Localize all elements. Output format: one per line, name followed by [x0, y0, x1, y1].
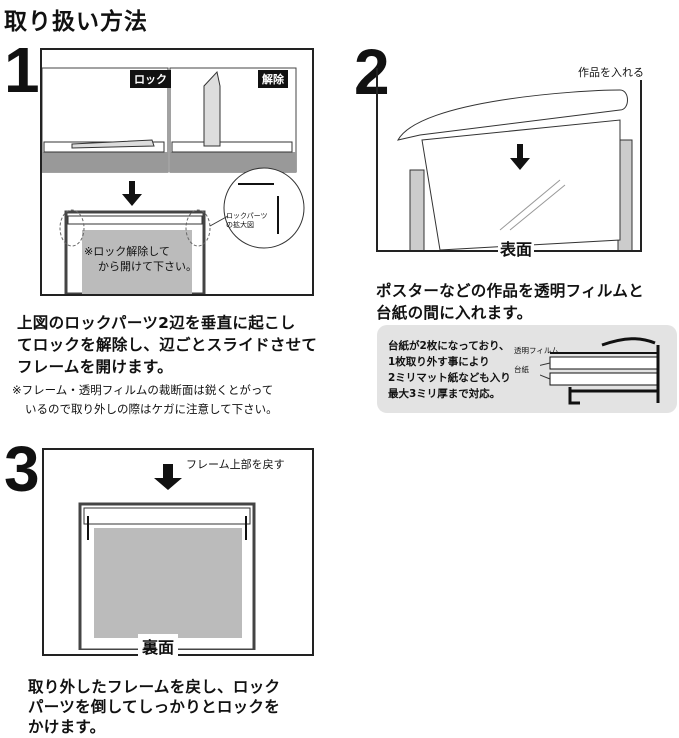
text-line: 台紙の間に入れます。: [376, 304, 533, 322]
text-line: フレームを開けます。: [17, 358, 173, 376]
callout-label: ロックパーツ の拡大図: [226, 212, 268, 230]
step2-number: 2: [354, 36, 390, 108]
board-label: 台紙: [514, 365, 529, 374]
cross-section-diagram: [540, 337, 660, 405]
insert-label: 作品を入れる: [575, 64, 647, 80]
text-line: てロックを解除し、辺ごとスライドさせて: [17, 336, 318, 354]
film-label: 透明フィルム: [514, 346, 559, 355]
note-line: ※フレーム・透明フィルムの裁断面は鋭くとがって: [12, 383, 274, 397]
text-line: パーツを倒してしっかりとロックを: [28, 698, 281, 716]
step3-illustration: [78, 464, 256, 650]
unlock-tag: 解除: [258, 70, 288, 88]
page-title: 取り扱い方法: [4, 9, 148, 35]
callout-line: の拡大図: [226, 221, 254, 229]
step1-illustration-frame: [40, 48, 314, 296]
text-line: 上図のロックパーツ2辺を垂直に起こし: [17, 314, 296, 332]
panel-note-line: ※ロック解除して: [84, 245, 170, 258]
return-label: フレーム上部を戻す: [186, 458, 285, 471]
info-line: 台紙が2枚になっており、: [388, 340, 510, 352]
lock-tag: ロック: [130, 70, 171, 88]
text-line: 取り外したフレームを戻し、ロック: [28, 678, 281, 696]
step2-illustration: [397, 89, 633, 250]
note-line: いるので取り外しの際はケガに注意して下さい。: [25, 402, 278, 416]
step3-number: 3: [4, 433, 40, 505]
step3-text: 取り外したフレームを戻し、ロック パーツを倒してしっかりとロックを かけます。: [28, 677, 280, 737]
info-text: 台紙が2枚になっており、 1枚取り外す事により 2ミリマット紙なども入り 最大3…: [388, 338, 511, 402]
step1-illustration: [42, 67, 305, 294]
text-line: かけます。: [28, 718, 106, 736]
back-label: 裏面: [138, 634, 179, 658]
info-line: 1枚取り外す事により: [388, 356, 490, 368]
step2-text: ポスターなどの作品を透明フィルムと 台紙の間に入れます。: [376, 280, 644, 324]
info-line: 最大3ミリ厚まで対応。: [388, 388, 501, 400]
step1-number: 1: [4, 34, 40, 106]
front-label: 表面: [498, 236, 535, 260]
panel-note-line: から開けて下さい。: [98, 260, 197, 273]
panel-note: ※ロック解除して から開けて下さい。: [84, 244, 197, 274]
step1-note: ※フレーム・透明フィルムの裁断面は鋭くとがって いるので取り外しの際はケガに注意…: [12, 381, 278, 419]
info-line: 2ミリマット紙なども入り: [388, 372, 511, 384]
step1-text: 上図のロックパーツ2辺を垂直に起こし てロックを解除し、辺ごとスライドさせて フ…: [17, 312, 317, 378]
callout-line: ロックパーツ: [226, 212, 268, 220]
text-line: ポスターなどの作品を透明フィルムと: [376, 282, 644, 300]
